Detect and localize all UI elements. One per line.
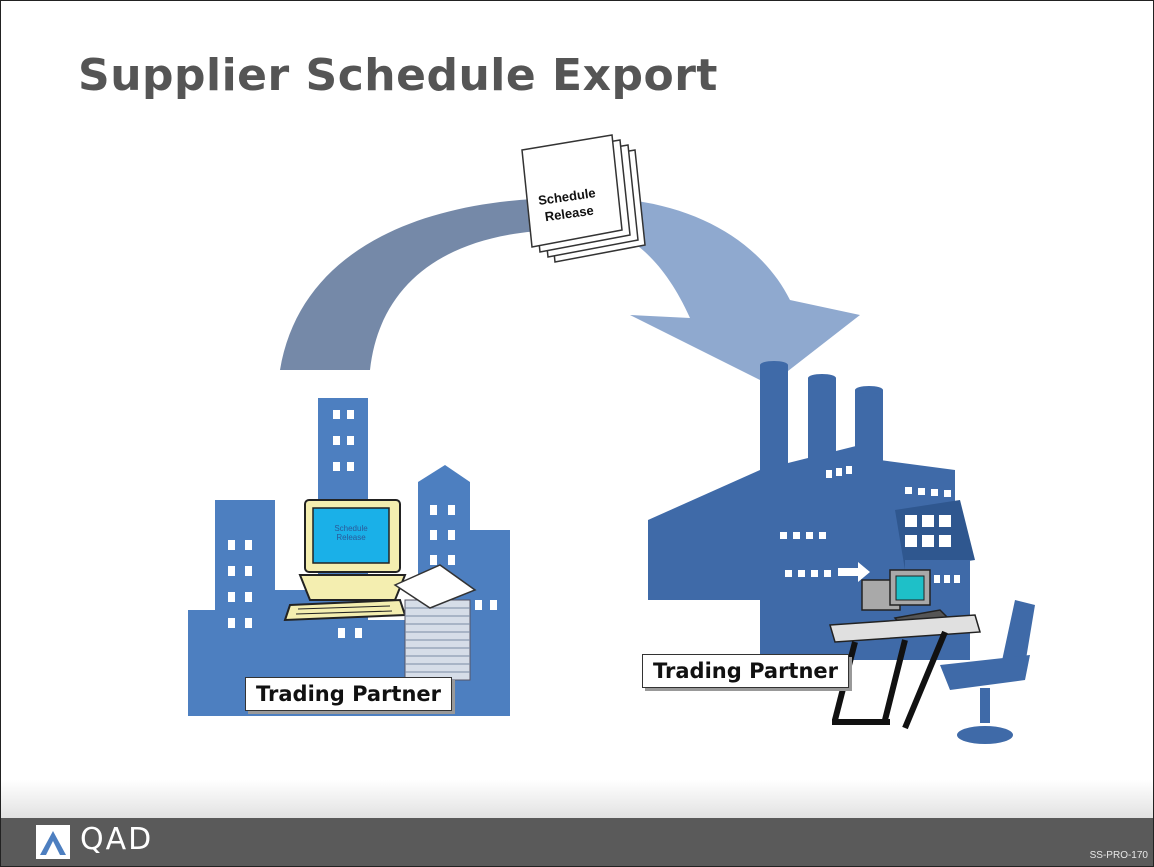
arrow-right-half <box>600 198 860 385</box>
slide-title: Supplier Schedule Export <box>78 50 718 101</box>
building-windows <box>228 410 497 638</box>
left-trading-partner-label: Trading Partner <box>245 677 453 711</box>
factory-windows <box>780 466 960 583</box>
right-trading-partner-label: Trading Partner <box>642 654 850 688</box>
slide-code: SS-PRO-170 <box>1089 850 1148 861</box>
desk-computer-icon <box>829 569 981 730</box>
footer-bar <box>1 818 1153 866</box>
paper-stack-icon <box>393 564 477 681</box>
chair-icon <box>940 600 1035 744</box>
computer-icon <box>283 499 407 622</box>
screen-label: Schedule Release <box>318 524 384 542</box>
arrow-left-half <box>280 198 560 370</box>
footer-gradient <box>1 780 1153 818</box>
screen-label-line1: Schedule <box>334 524 368 533</box>
document-stack-icon <box>521 134 646 263</box>
small-arrow <box>838 562 870 582</box>
screen-label-line2: Release <box>336 533 366 542</box>
qad-logo-text: QAD <box>80 822 154 857</box>
qad-logo-icon <box>36 825 70 859</box>
